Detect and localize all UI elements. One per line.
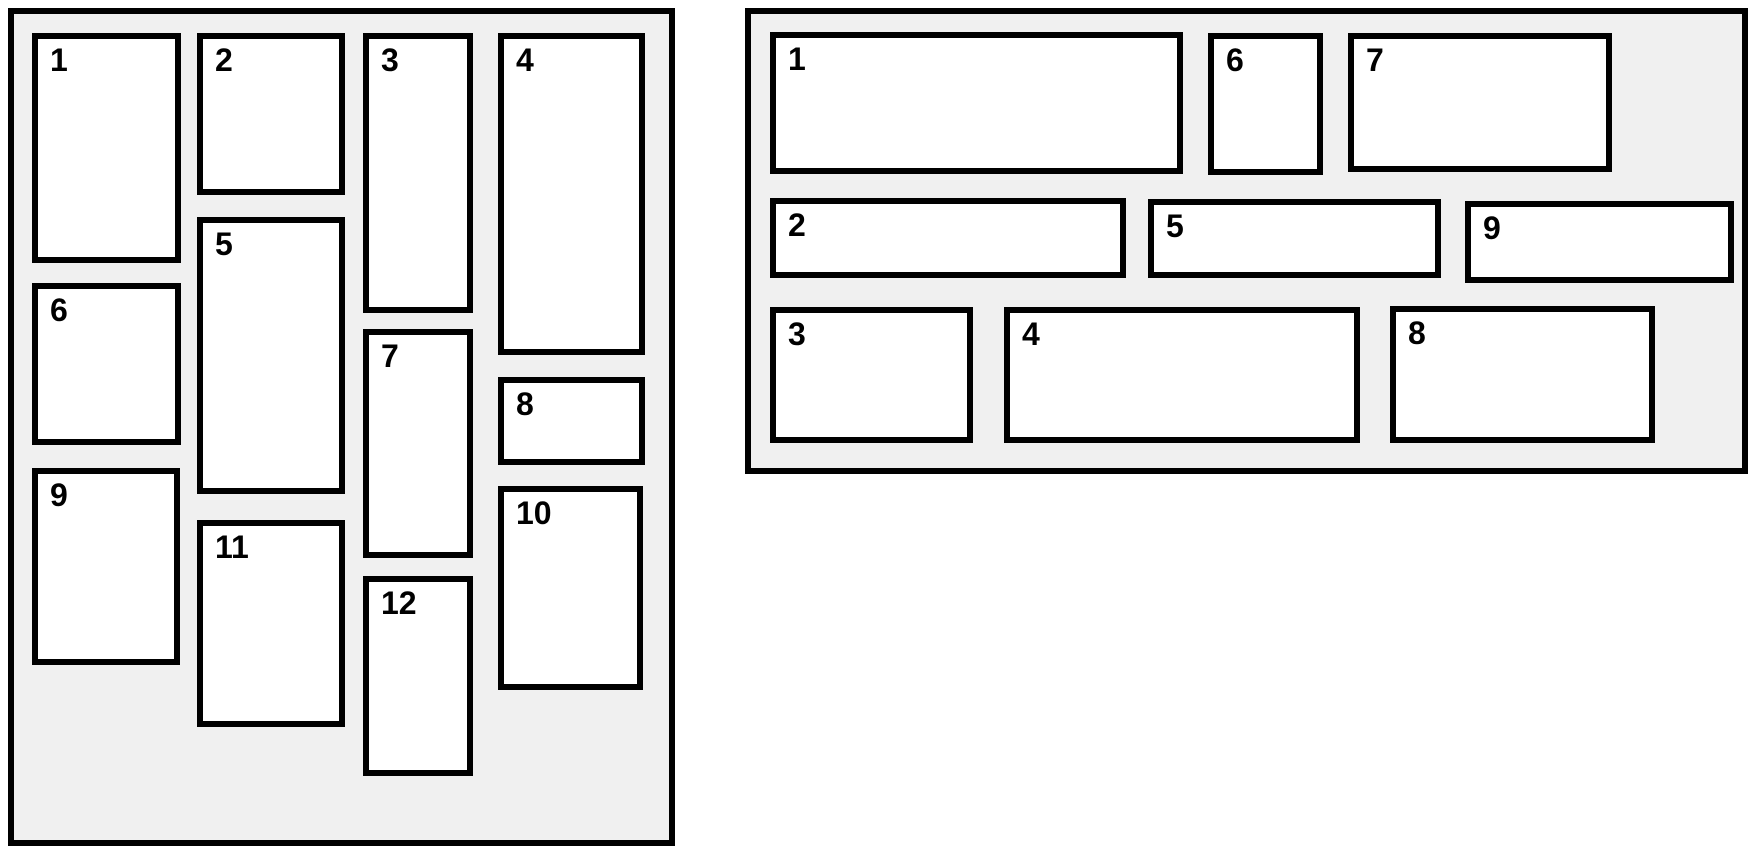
rows-layout-item-5: 5: [1148, 199, 1441, 278]
rows-layout-item-3: 3: [770, 307, 973, 443]
masonry-layout-item-9: 9: [32, 468, 180, 665]
rows-layout-item-6: 6: [1208, 33, 1323, 175]
masonry-layout-item-1: 1: [32, 33, 181, 263]
masonry-layout-item-5-number: 5: [215, 226, 233, 262]
rows-layout-item-3-number: 3: [788, 316, 806, 352]
rows-layout-item-6-number: 6: [1226, 42, 1244, 78]
masonry-layout-item-4-number: 4: [516, 42, 534, 78]
rows-layout-item-9-number: 9: [1483, 210, 1501, 246]
rows-layout-item-4: 4: [1004, 307, 1360, 443]
rows-layout-item-1-number: 1: [788, 41, 806, 77]
masonry-layout-item-12-number: 12: [381, 585, 417, 621]
masonry-layout-item-6-number: 6: [50, 292, 68, 328]
rows-layout-item-8-number: 8: [1408, 315, 1426, 351]
masonry-layout-item-11-number: 11: [215, 529, 249, 565]
rows-layout-item-7-number: 7: [1366, 42, 1384, 78]
masonry-layout-item-10-number: 10: [516, 495, 552, 531]
rows-layout-item-8: 8: [1390, 306, 1655, 443]
masonry-layout-item-3: 3: [363, 33, 473, 313]
masonry-layout-item-2-number: 2: [215, 42, 233, 78]
rows-layout-item-1: 1: [770, 32, 1183, 174]
masonry-layout-item-2: 2: [197, 33, 345, 195]
rows-layout-panel: 1 2 3 4 5 6 7 8 9: [745, 8, 1748, 474]
masonry-layout-item-10: 10: [498, 486, 643, 690]
masonry-layout-item-7: 7: [363, 329, 473, 558]
masonry-layout-item-11: 11: [197, 520, 345, 727]
rows-layout-item-5-number: 5: [1166, 208, 1184, 244]
rows-layout-item-2: 2: [770, 198, 1126, 278]
rows-layout-item-2-number: 2: [788, 207, 806, 243]
masonry-layout-item-8: 8: [498, 377, 645, 465]
rows-layout-item-7: 7: [1348, 33, 1612, 172]
masonry-layout-item-4: 4: [498, 33, 645, 355]
rows-layout-item-4-number: 4: [1022, 316, 1040, 352]
masonry-layout-item-6: 6: [32, 283, 181, 445]
masonry-layout-item-12: 12: [363, 576, 473, 776]
masonry-layout-item-5: 5: [197, 217, 345, 494]
masonry-layout-item-3-number: 3: [381, 42, 399, 78]
masonry-layout-item-9-number: 9: [50, 477, 68, 513]
rows-layout-item-9: 9: [1465, 201, 1734, 283]
masonry-layout-item-1-number: 1: [50, 42, 68, 78]
masonry-layout-item-8-number: 8: [516, 386, 534, 422]
masonry-layout-item-7-number: 7: [381, 338, 399, 374]
